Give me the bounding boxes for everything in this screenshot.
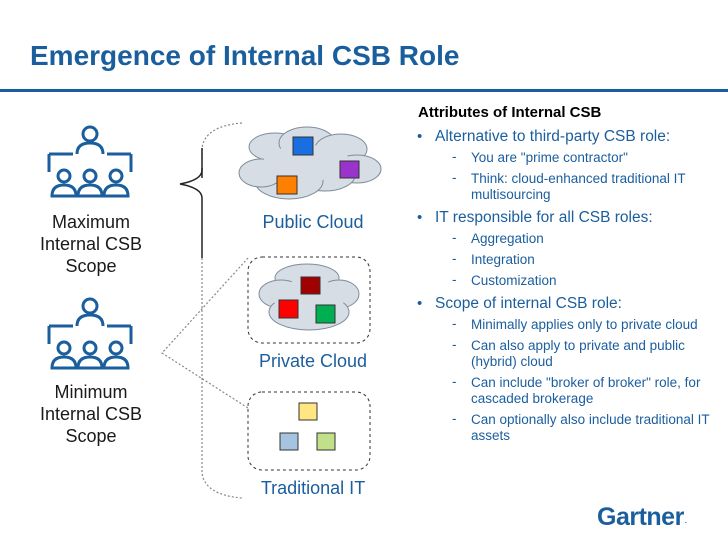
title-rule [0,89,728,92]
attributes-heading: Attributes of Internal CSB [418,104,602,121]
bullet-item: •Scope of internal CSB role: [417,295,622,312]
sub-item: -Can include "broker of broker" role, fo… [452,374,701,406]
bracket-icon [161,122,249,499]
gartner-logo: Gartner. [597,503,687,531]
bullet-item: •Alternative to third-party CSB role: [417,128,671,145]
sub-item: -Can optionally also include traditional… [452,411,710,443]
sub-item: -Can also apply to private and public (h… [452,337,685,369]
sub-item: -Customization [452,272,557,288]
maximum-scope-label: Maximum Internal CSB Scope [39,212,143,276]
public-cloud-label: Public Cloud [262,212,364,232]
minimum-scope-label: Minimum Internal CSB Scope [39,382,143,446]
public-cloud-icon [238,126,382,200]
bullet-item: •IT responsible for all CSB roles: [417,209,653,226]
private-cloud-icon [247,256,371,344]
traditional-it-box [247,391,371,471]
page-title: Emergence of Internal CSB Role [30,40,460,71]
sub-item: -Integration [452,251,535,267]
sub-item: -You are "prime contractor" [452,149,628,165]
traditional-it-label: Traditional IT [260,478,366,498]
attributes-panel: Attributes of Internal CSB •Alternative … [416,104,721,449]
sub-item: -Aggregation [452,230,544,246]
org-chart-icon [47,125,133,198]
sub-item: -Minimally applies only to private cloud [452,316,698,332]
sub-item: -Think: cloud-enhanced traditional IT mu… [452,170,686,202]
private-cloud-label: Private Cloud [258,351,368,371]
org-chart-icon [47,297,133,370]
